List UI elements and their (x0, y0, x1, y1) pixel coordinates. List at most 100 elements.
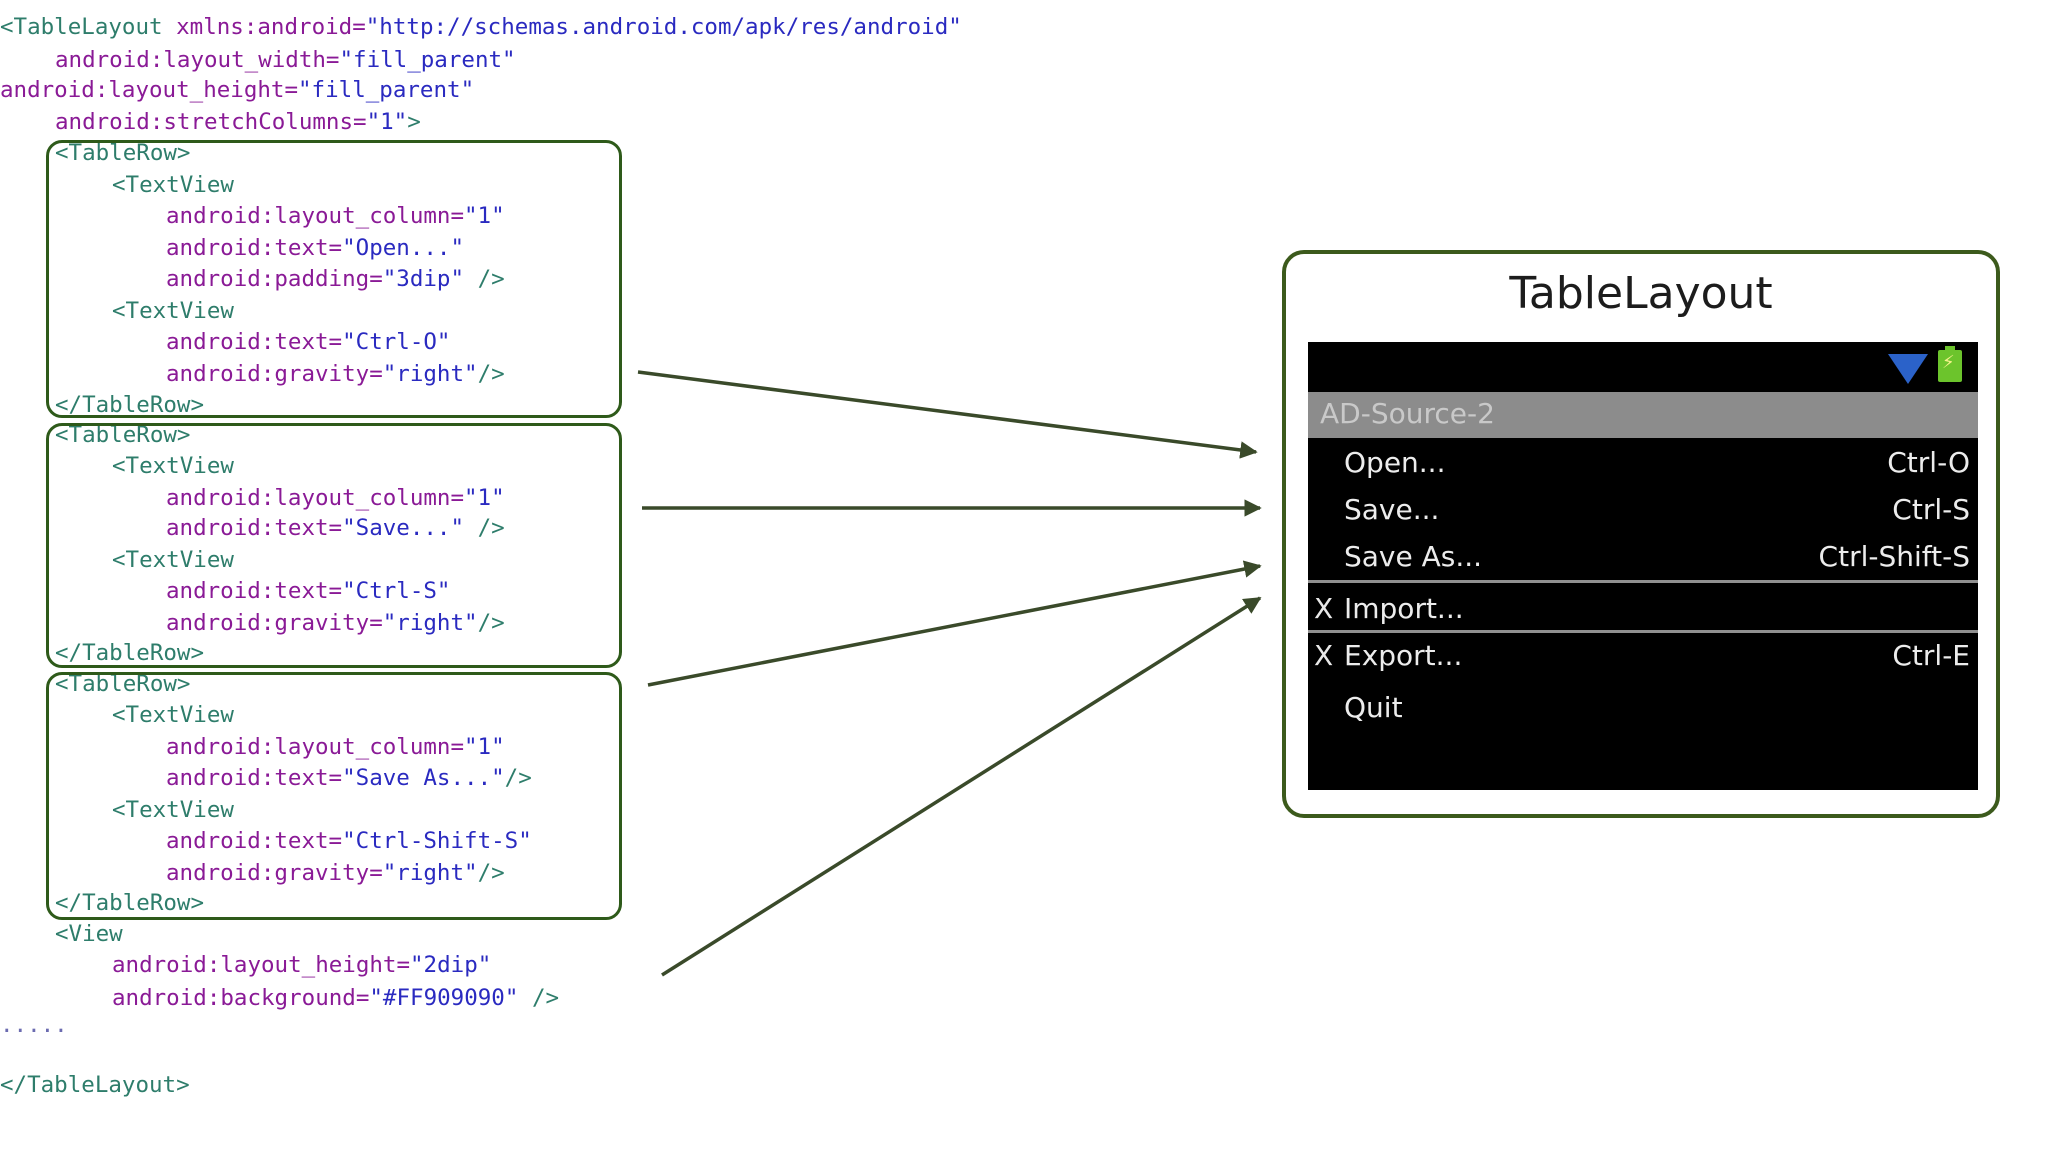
code-line-l28: android:gravity="right"/> (166, 858, 505, 888)
code-token: "Open..." (342, 235, 465, 261)
code-line-l02: android:layout_width="fill_parent" (55, 45, 516, 75)
code-line-l12: android:gravity="right"/> (166, 359, 505, 389)
code-line-l13: </TableRow> (55, 390, 204, 420)
code-token: "fill_parent" (339, 47, 516, 73)
code-token: android:gravity= (166, 361, 383, 387)
code-line-l20: android:gravity="right"/> (166, 608, 505, 638)
code-line-l16: android:layout_column="1" (166, 483, 505, 513)
code-line-l29: </TableRow> (55, 888, 204, 918)
code-token: android:text= (166, 578, 343, 604)
tablerow-box-save-as (46, 672, 622, 920)
menu-row-open[interactable]: Open... Ctrl-O (1308, 440, 1978, 486)
code-token: </TableRow> (55, 640, 205, 666)
code-line-l11: android:text="Ctrl-O" (166, 327, 450, 357)
code-token: android:layout_height= (0, 77, 299, 103)
code-token: <TableRow> (55, 422, 191, 448)
code-line-l19: android:text="Ctrl-S" (166, 576, 450, 606)
menu-label: Save As... (1344, 540, 1483, 573)
code-line-l27: android:text="Ctrl-Shift-S" (166, 826, 532, 856)
code-line-l32: android:background="#FF909090" /> (112, 983, 559, 1013)
code-token: "1" (464, 485, 505, 511)
menu-label: Import... (1344, 592, 1464, 625)
menu-shortcut: Ctrl-Shift-S (1818, 540, 1970, 573)
code-token: > (407, 109, 421, 135)
phone-screen: AD-Source-2 Open...Ctrl-OSave...Ctrl-SSa… (1308, 342, 1978, 790)
code-token: <TableLayout (0, 14, 177, 40)
code-token: "#FF909090" (369, 985, 519, 1011)
menu-row-quit[interactable]: Quit (1308, 685, 1978, 731)
code-token: "Ctrl-Shift-S" (342, 828, 532, 854)
code-token: <TableRow> (55, 671, 191, 697)
code-token: <TextView (112, 453, 234, 479)
wifi-icon (1888, 354, 1928, 384)
code-token: android:stretchColumns= (55, 109, 367, 135)
code-token: <TableRow> (55, 140, 191, 166)
code-token: xmlns:android= (176, 14, 366, 40)
code-token: "Save As..." (342, 765, 505, 791)
code-line-l08: android:text="Open..." (166, 233, 464, 263)
battery-icon (1938, 346, 1962, 382)
code-line-l30: <View (55, 919, 123, 949)
code-line-l09: android:padding="3dip" /> (166, 264, 505, 294)
code-token: android:gravity= (166, 860, 383, 886)
code-line-l18: <TextView (112, 545, 234, 575)
menu-mark: X (1314, 639, 1334, 672)
arrow-open-row (637, 370, 1258, 459)
code-token: "right" (382, 860, 478, 886)
menu-label: Export... (1344, 639, 1463, 672)
menu-row-save-as[interactable]: Save As... Ctrl-Shift-S (1308, 534, 1978, 580)
code-token: android:text= (166, 329, 343, 355)
tablelayout-preview-panel: TableLayout AD-Source-2 Open... Ctrl-O Sav… (1282, 250, 2000, 818)
code-token: "Save..." (342, 515, 465, 541)
code-token: /> (518, 985, 560, 1011)
code-token: android:text= (166, 765, 343, 791)
menu-shortcut: Ctrl-O (1887, 446, 1970, 479)
menu-label: Open... (1344, 446, 1446, 479)
code-token: /> (477, 361, 505, 387)
code-line-l04: android:stretchColumns="1"> (55, 107, 421, 137)
code-line-l14: <TableRow> (55, 420, 190, 450)
code-token: android:background= (112, 985, 370, 1011)
status-bar (1308, 342, 1978, 392)
menu-shortcut: Ctrl-E (1892, 639, 1970, 672)
code-token: android:padding= (166, 266, 383, 292)
menu-row-export[interactable]: X Export... Ctrl-E (1308, 633, 1978, 679)
code-token: "Ctrl-O" (342, 329, 451, 355)
code-token: "right" (382, 361, 478, 387)
menu-divider (1308, 580, 1978, 583)
code-token: <TextView (112, 702, 234, 728)
panel-title: TableLayout (1509, 268, 1773, 319)
code-token: "2dip" (410, 952, 492, 978)
code-line-l01: <TableLayout xmlns:android="http://schem… (0, 12, 962, 42)
code-token: /> (504, 765, 532, 791)
menu-row-save[interactable]: Save...Ctrl-S (1308, 487, 1978, 533)
code-token: "Ctrl-S" (342, 578, 451, 604)
code-line-l33: ..... (0, 1010, 68, 1040)
code-line-l26: <TextView (112, 795, 234, 825)
code-token: "1" (464, 734, 505, 760)
code-line-l21: </TableRow> (55, 638, 204, 668)
menu-mark: X (1314, 592, 1334, 625)
code-token: android:layout_column= (166, 485, 465, 511)
code-line-l07: android:layout_column="1" (166, 201, 505, 231)
menu-label: Quit (1344, 691, 1403, 724)
code-line-l05: <TableRow> (55, 138, 190, 168)
menu-row-import[interactable]: X Import... (1308, 586, 1978, 632)
code-token: android:text= (166, 235, 343, 261)
menu-label: Save... (1344, 493, 1440, 526)
code-line-l25: android:text="Save As..."/> (166, 763, 532, 793)
code-token: android:layout_column= (166, 734, 465, 760)
code-token: android:layout_column= (166, 203, 465, 229)
code-token: ..... (0, 1012, 68, 1038)
code-token: android:text= (166, 515, 343, 541)
code-token: android:text= (166, 828, 343, 854)
menu-divider (1308, 630, 1978, 633)
code-token: /> (477, 860, 505, 886)
code-line-l15: <TextView (112, 451, 234, 481)
code-line-l34: </TableLayout> (0, 1070, 190, 1100)
app-title-bar: AD-Source-2 (1308, 392, 1978, 438)
code-line-l10: <TextView (112, 296, 234, 326)
code-token: "right" (382, 610, 478, 636)
